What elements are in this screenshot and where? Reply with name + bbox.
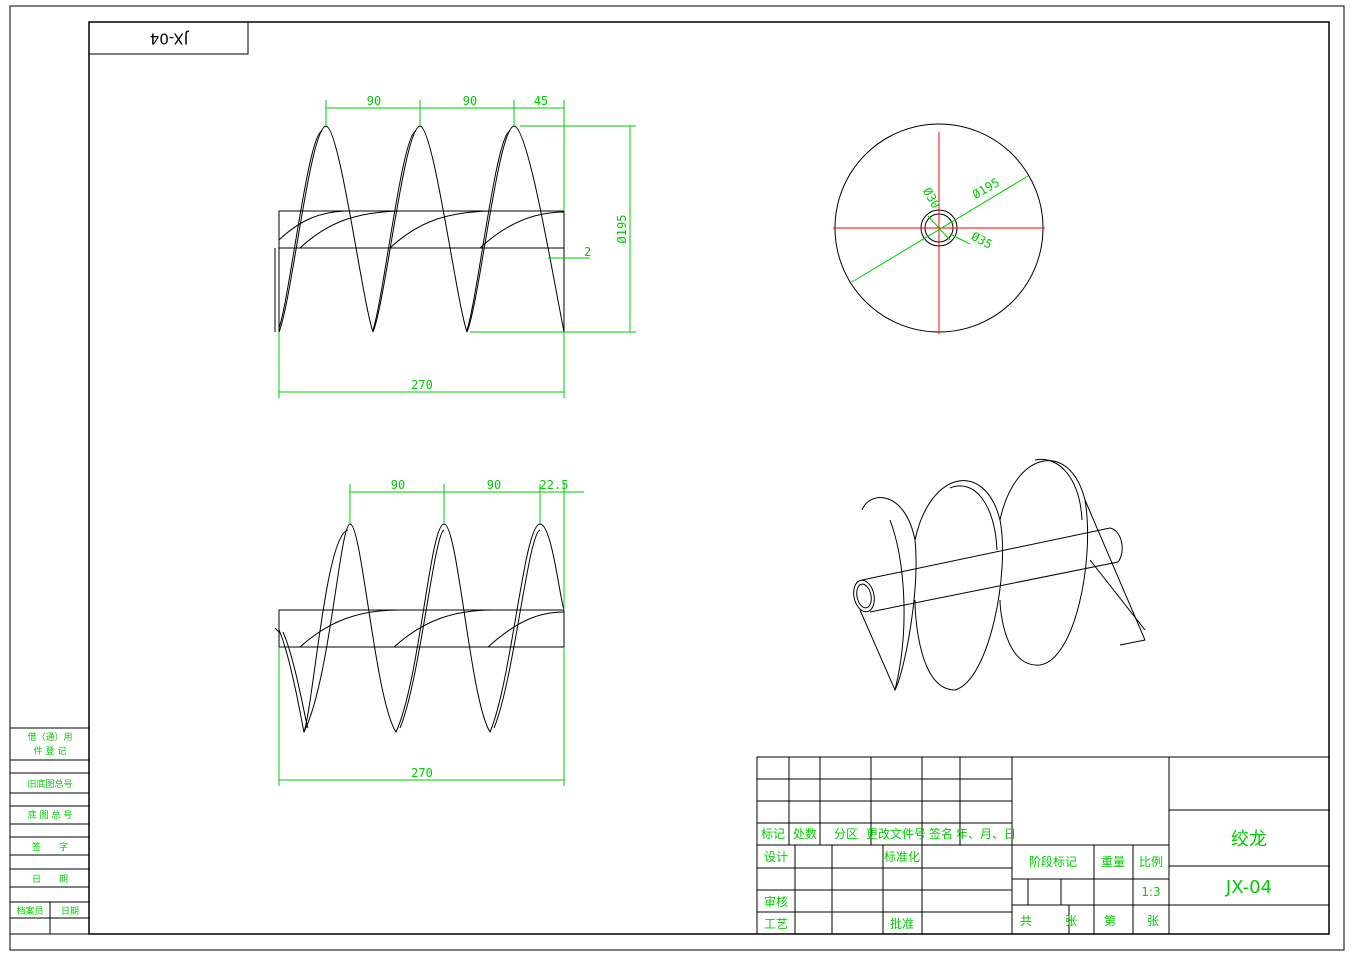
- signature-label: 签 字: [32, 841, 68, 853]
- mirrored-code: JX-04: [150, 30, 189, 48]
- bottom-pitch-end: 22.5: [540, 478, 569, 492]
- hdr-sign: 签名: [929, 826, 953, 841]
- top-view-dims: [278, 100, 636, 398]
- part-code: JX-04: [1225, 877, 1272, 898]
- bottom-length: 270: [411, 766, 433, 780]
- bottom-side-view: [274, 523, 565, 734]
- title-block: [756, 756, 1330, 935]
- sheets-total-label: 共: [1020, 914, 1032, 928]
- review-label: 审核: [764, 894, 788, 909]
- scale-label: 比例: [1139, 855, 1163, 869]
- top-pitch-2: 90: [463, 94, 477, 108]
- hdr-zone: 分区: [834, 827, 858, 841]
- end-d-outer: Ø195: [970, 175, 1002, 202]
- outer-border: [9, 5, 1345, 951]
- approve-label: 批准: [890, 916, 914, 931]
- hdr-change-doc: 更改文件号: [866, 826, 926, 841]
- top-pitch-end: 45: [534, 94, 548, 108]
- date2-label: 日期: [61, 906, 79, 917]
- old-drawing-label: 旧底图总号: [27, 778, 72, 790]
- hdr-date: 年、月、日: [956, 827, 1016, 841]
- top-thickness: 2: [584, 245, 591, 259]
- borrow-label-2: 件 登 记: [34, 745, 67, 757]
- process-label: 工艺: [764, 917, 788, 931]
- standardize-label: 标准化: [884, 850, 920, 864]
- left-strip: [9, 727, 90, 935]
- bottom-view-dims: [278, 484, 584, 786]
- top-diameter: Ø195: [615, 215, 629, 244]
- bottom-pitch-1: 90: [391, 478, 405, 492]
- weight-label: 重量: [1101, 855, 1125, 869]
- archivist-label: 档案员: [16, 905, 43, 917]
- isometric-view: [853, 458, 1146, 692]
- date-label: 日 期: [32, 874, 68, 885]
- stage-mark-label: 阶段标记: [1029, 854, 1077, 869]
- sheet-zhang2-label: 张: [1147, 914, 1159, 928]
- end-d-inner: Ø30: [920, 185, 943, 211]
- hdr-mark: 标记: [761, 827, 785, 841]
- base-drawing-label: 底 图 总 号: [28, 809, 73, 821]
- top-length: 270: [411, 378, 433, 392]
- sheet-no-label: 第: [1104, 914, 1116, 928]
- design-label: 设计: [764, 850, 788, 864]
- scale-value: 1:3: [1141, 885, 1160, 899]
- bottom-pitch-2: 90: [487, 478, 501, 492]
- top-pitch-1: 90: [367, 94, 381, 108]
- code-box: JX-04: [88, 21, 249, 55]
- end-d-shaft: Ø35: [969, 229, 995, 252]
- end-view: [833, 123, 1045, 334]
- top-side-view: [274, 125, 565, 333]
- part-name: 绞龙: [1231, 829, 1267, 850]
- hdr-count: 处数: [793, 826, 817, 841]
- inner-border: [88, 21, 1330, 935]
- sheets-zhang-label: 张: [1065, 914, 1077, 928]
- borrow-label-1: 借（通）用: [27, 731, 72, 743]
